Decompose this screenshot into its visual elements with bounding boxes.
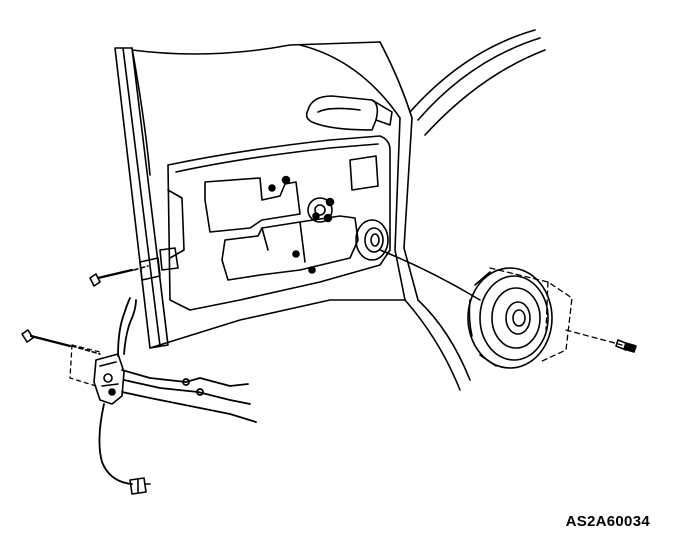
speaker-dashed-guide [489, 267, 573, 363]
door-frame [114, 29, 546, 391]
door-lock-actuator [93, 353, 125, 405]
side-mirror [305, 95, 393, 131]
door-speaker [467, 267, 553, 369]
wiring-harness-connector [98, 403, 151, 495]
lock-link-rods [117, 297, 257, 423]
figure-reference-code: AS2A60034 [565, 513, 650, 530]
hinge-screw [89, 265, 149, 287]
actuator-dashed-guide [69, 344, 101, 387]
door-inner-panel [139, 135, 391, 311]
lock-actuator-screw [21, 329, 101, 355]
speaker-screw [565, 329, 637, 353]
